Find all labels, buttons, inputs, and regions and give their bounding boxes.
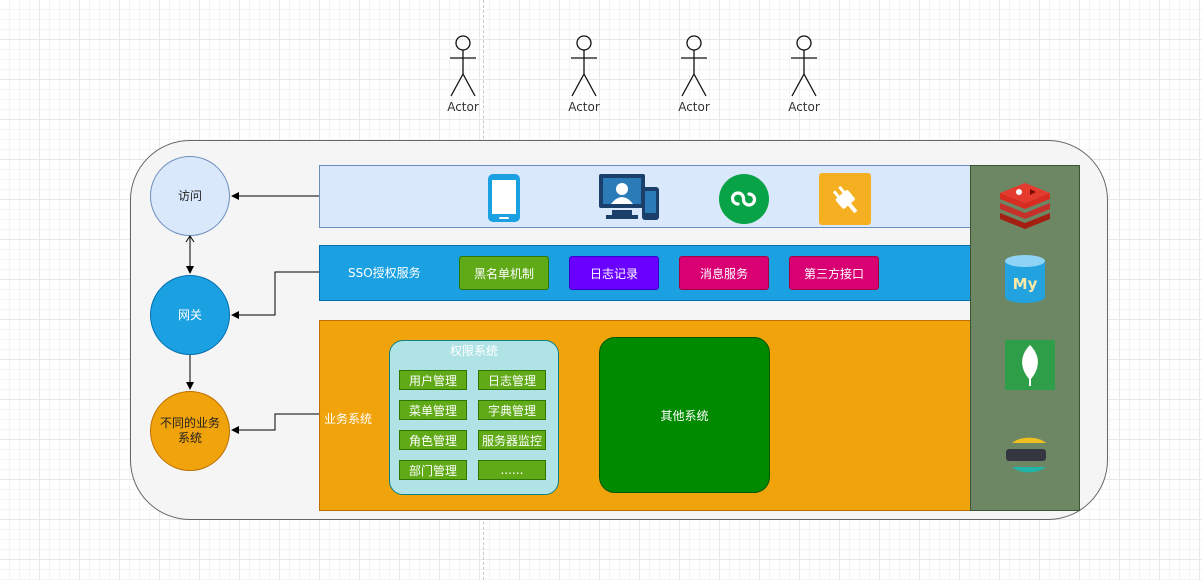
node-gateway[interactable]: 网关: [150, 275, 230, 355]
actor-label: Actor: [788, 100, 820, 114]
permission-item-menus[interactable]: 菜单管理: [399, 400, 467, 420]
third-party-api-button[interactable]: 第三方接口: [789, 256, 879, 290]
business-label: 业务系统: [324, 412, 373, 426]
blacklist-button[interactable]: 黑名单机制: [459, 256, 549, 290]
actor-3[interactable]: Actor: [664, 34, 724, 124]
redis-icon[interactable]: [997, 183, 1053, 229]
permission-item-more[interactable]: ......: [478, 460, 546, 480]
permission-item-server-monitor[interactable]: 服务器监控: [478, 430, 546, 450]
stick-figure-icon: [450, 35, 476, 97]
actor-2[interactable]: Actor: [554, 34, 614, 124]
message-service-button[interactable]: 消息服务: [679, 256, 769, 290]
node-visit[interactable]: 访问: [150, 156, 230, 236]
stick-figure-icon: [681, 35, 707, 97]
sso-label: SSO授权服务: [348, 266, 421, 280]
actor-label: Actor: [678, 100, 710, 114]
mysql-icon[interactable]: My: [1003, 254, 1047, 304]
mobile-phone-icon[interactable]: [486, 172, 522, 224]
actor-label: Actor: [447, 100, 479, 114]
elasticsearch-icon[interactable]: [1004, 429, 1054, 481]
actor-1[interactable]: Actor: [433, 34, 493, 124]
desktop-monitor-icon[interactable]: [598, 173, 660, 221]
mongodb-icon[interactable]: [1005, 340, 1055, 390]
logging-button[interactable]: 日志记录: [569, 256, 659, 290]
permission-item-roles[interactable]: 角色管理: [399, 430, 467, 450]
stick-figure-icon: [791, 35, 817, 97]
permission-item-dictionary[interactable]: 字典管理: [478, 400, 546, 420]
plugin-icon[interactable]: [819, 173, 871, 225]
actor-label: Actor: [568, 100, 600, 114]
arrow-sso-to-gateway[interactable]: [231, 271, 319, 319]
permission-item-departments[interactable]: 部门管理: [399, 460, 467, 480]
arrow-business-to-node[interactable]: [231, 413, 319, 434]
other-systems[interactable]: 其他系统: [599, 337, 770, 493]
stick-figure-icon: [571, 35, 597, 97]
node-business-systems[interactable]: 不同的业务系统: [150, 391, 230, 471]
permission-item-logs[interactable]: 日志管理: [478, 370, 546, 390]
actor-4[interactable]: Actor: [774, 34, 834, 124]
arrow-gateway-to-visit-head: [185, 235, 195, 243]
permission-title: 权限系统: [449, 344, 498, 358]
mini-program-icon[interactable]: [718, 173, 770, 225]
svg-text:My: My: [1013, 275, 1038, 293]
permission-item-users[interactable]: 用户管理: [399, 370, 467, 390]
